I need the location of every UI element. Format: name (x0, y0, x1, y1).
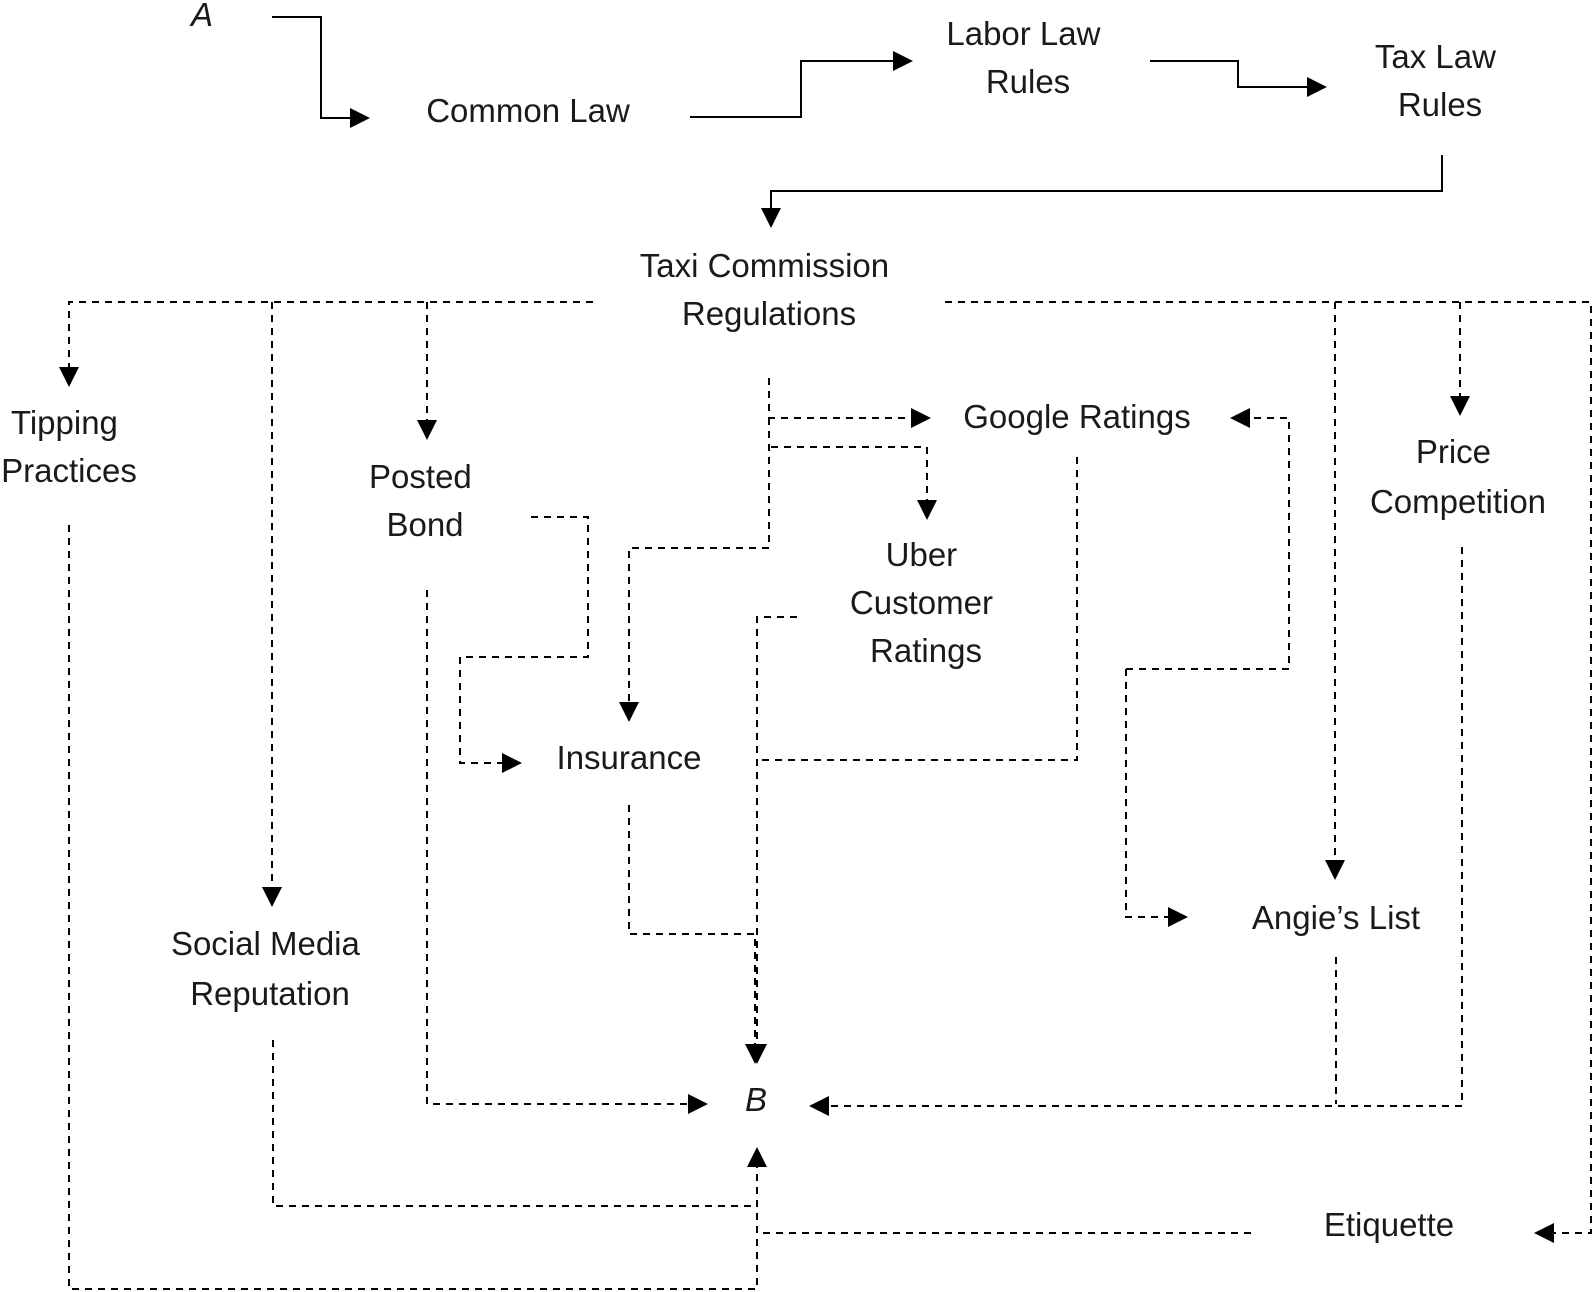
edge-tax-law-to-taxi-commission (761, 155, 1443, 228)
edge-google-to-angies-list (1125, 669, 1188, 927)
edge-angies-list-to-google (1126, 408, 1290, 670)
svg-text:Etiquette: Etiquette (1324, 1206, 1454, 1243)
edge-labor-law-to-tax-law (1150, 60, 1327, 97)
edge-common-law-to-labor-law (690, 51, 913, 118)
node-tipping-practices: Tipping Practices (1, 404, 137, 489)
node-labor-law-rules: Labor Law Rules (946, 15, 1109, 100)
svg-text:Price Competition: Price Competition (1370, 433, 1546, 520)
svg-text:Taxi Commission Regulati: Taxi Commission Regulations (640, 247, 899, 332)
edge-commission-to-insurance (619, 418, 770, 722)
edge-google-to-b (757, 457, 1078, 761)
edge-a-to-common-law (272, 16, 370, 128)
edge-insurance-to-b (628, 805, 765, 1064)
edge-commission-to-etiquette (945, 301, 1592, 1243)
node-common-law: Common Law (426, 92, 630, 129)
edge-social-media-to-b (272, 1040, 757, 1207)
edge-uber-to-b (747, 616, 797, 1064)
svg-text:Common Law: Common Law (426, 92, 630, 129)
svg-text:B: B (745, 1081, 767, 1118)
node-taxi-commission-regulations: Taxi Commission Regulations (640, 247, 899, 332)
node-a: A (189, 0, 213, 33)
edge-price-competition-to-b (809, 547, 1463, 1116)
node-tax-law-rules: Tax Law Rules (1375, 38, 1505, 123)
svg-text:Angie’s List: Angie’s List (1252, 899, 1420, 936)
edge-tipping-to-b (68, 525, 767, 1290)
node-social-media-reputation: Social Media Reputation (171, 925, 369, 1012)
node-uber-customer-ratings: Uber Customer Ratings (850, 536, 1002, 669)
edge-commission-bus-left (59, 301, 593, 387)
edge-posted-bond-to-insurance (459, 516, 589, 773)
node-angies-list: Angie’s List (1252, 899, 1420, 936)
node-google-ratings: Google Ratings (963, 398, 1190, 435)
node-price-competition: Price Competition (1370, 433, 1546, 520)
svg-text:Uber Customer Rati: Uber Customer Ratings (850, 536, 1002, 669)
svg-text:Posted Bond: Posted Bond (369, 458, 481, 543)
svg-text:Insurance: Insurance (557, 739, 702, 776)
edge-commission-to-uber (771, 446, 937, 520)
svg-text:Tipping Practices: Tipping Practices (1, 404, 137, 489)
edge-commission-to-google (768, 378, 931, 428)
node-posted-bond: Posted Bond (369, 458, 481, 543)
svg-text:Google Ratings: Google Ratings (963, 398, 1190, 435)
svg-text:Tax Law Rules: Tax Law Rules (1375, 38, 1505, 123)
svg-text:Social Media Reputation: Social Media Reputation (171, 925, 369, 1012)
node-etiquette: Etiquette (1324, 1206, 1454, 1243)
node-b: B (745, 1081, 767, 1118)
node-insurance: Insurance (557, 739, 702, 776)
svg-text:Labor Law Rules: Labor Law Rules (946, 15, 1109, 100)
svg-text:A: A (189, 0, 213, 33)
edge-posted-bond-to-b (426, 590, 708, 1114)
